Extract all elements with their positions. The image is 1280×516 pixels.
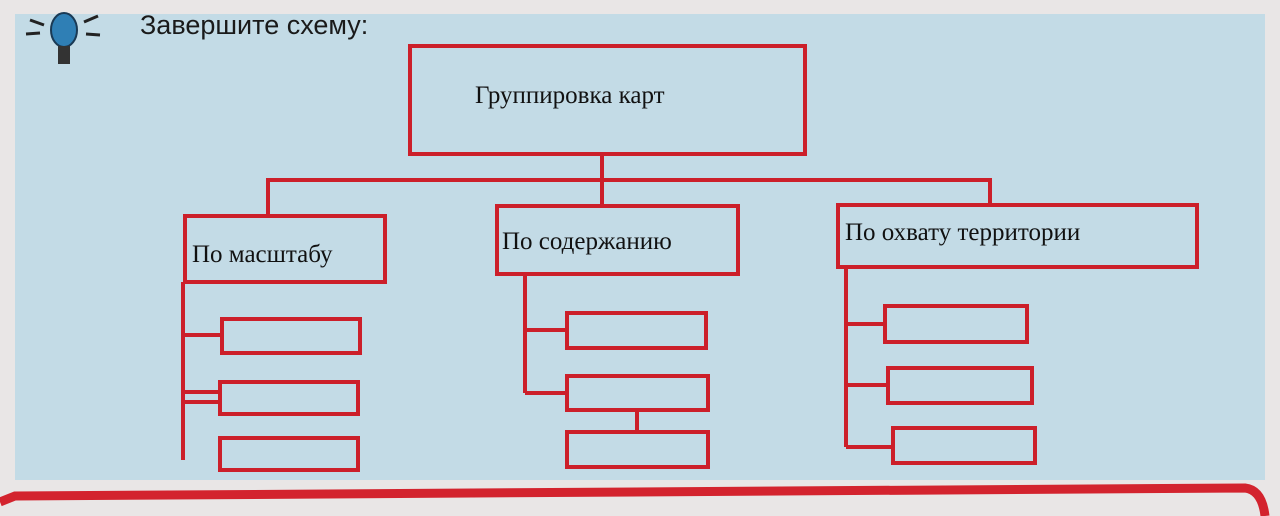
root-box [408,44,807,156]
root-label: Группировка карт [475,82,665,109]
connector [266,178,992,215]
task-heading: Завершите схему: [140,10,369,40]
empty-box[interactable] [886,366,1034,405]
branch-box-scale [183,214,387,284]
empty-box[interactable] [565,374,710,412]
lightbulb-icon [25,12,101,64]
empty-box[interactable] [891,426,1037,465]
empty-box[interactable] [565,430,710,469]
empty-box[interactable] [220,317,362,355]
branch-label-content: По содержанию [502,228,672,255]
branch-label-scale: По масштабу [192,241,333,268]
empty-box[interactable] [883,304,1029,344]
branch-box-territory [836,203,1199,269]
bottom-frame [0,483,1270,516]
diagram-panel [15,14,1265,480]
empty-box[interactable] [218,436,360,472]
empty-box[interactable] [218,380,360,416]
branch-box-content [495,204,740,276]
empty-box[interactable] [565,311,708,350]
branch-label-territory: По охвату территории [845,219,1080,246]
